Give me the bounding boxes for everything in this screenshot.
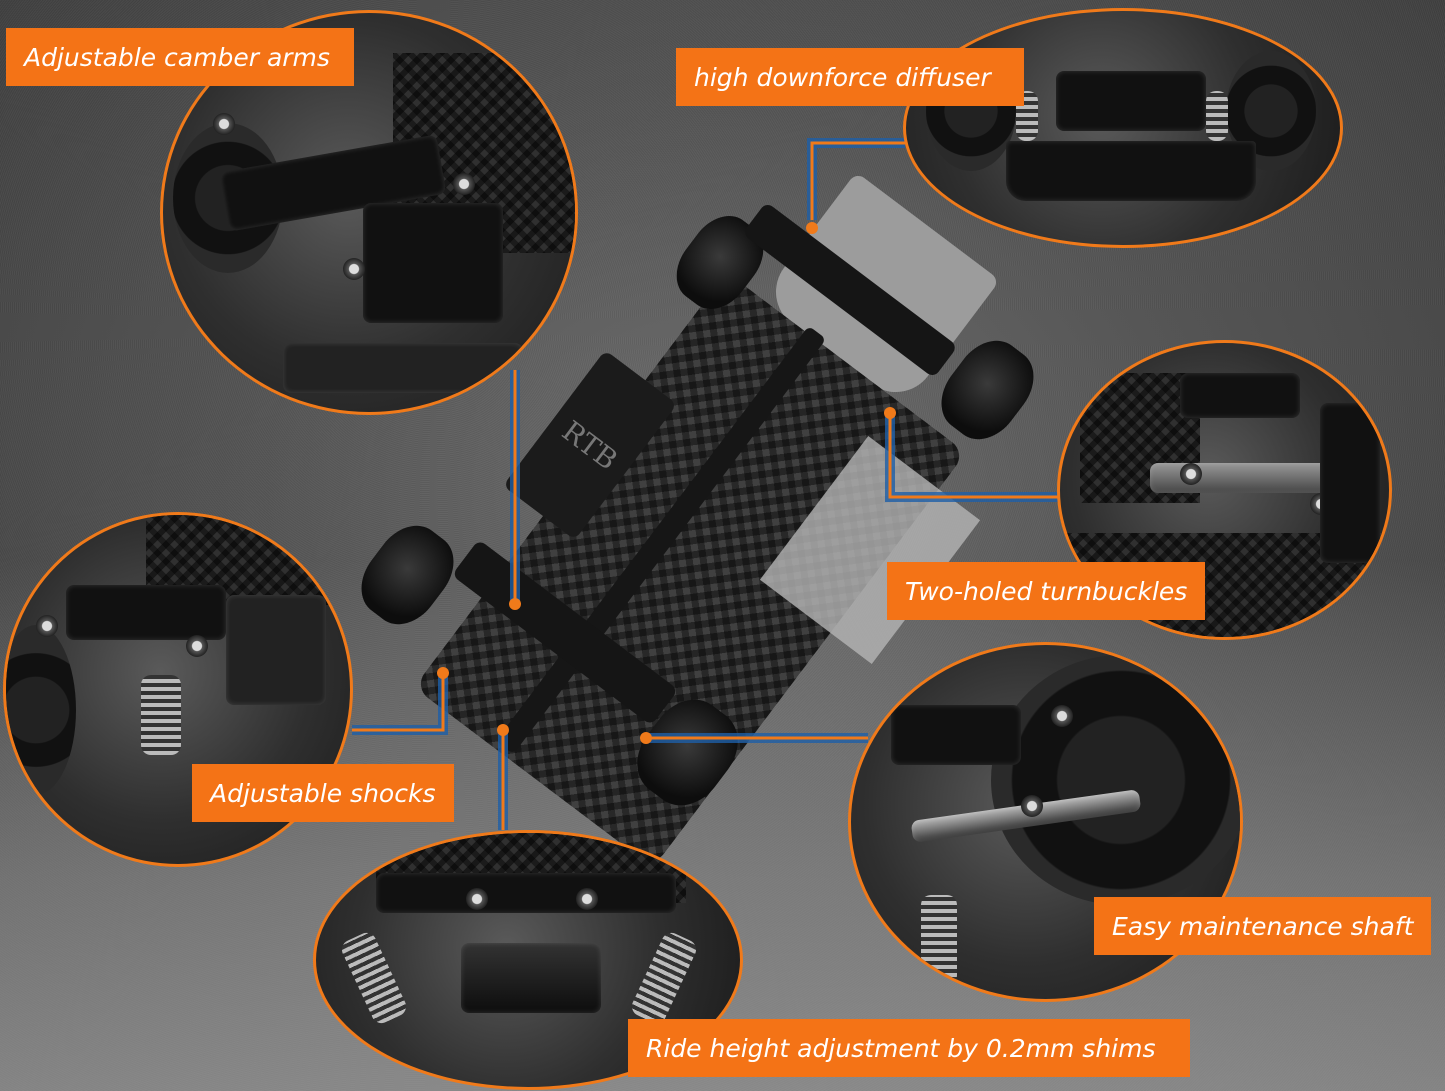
- steering-arm-detail: [1180, 373, 1300, 418]
- diffuser-body-detail: [1006, 141, 1256, 201]
- bracket-detail: [283, 343, 523, 393]
- hub-block-detail: [1320, 403, 1380, 563]
- bolt-icon: [186, 635, 208, 657]
- bolt-icon: [1180, 463, 1202, 485]
- shock-spring-detail: [628, 929, 700, 1027]
- shim-block-detail: [461, 943, 601, 1013]
- shock-mount-detail: [891, 705, 1021, 765]
- shock-spring-detail: [338, 929, 410, 1027]
- wheel-detail: [991, 655, 1240, 905]
- front-left-wheel: [347, 512, 468, 638]
- suspension-arm-detail: [376, 873, 676, 913]
- detail-bubble-camber-arms: [160, 10, 578, 415]
- hub-carrier-detail: [363, 203, 503, 323]
- bolt-icon: [213, 113, 235, 135]
- detail-bubble-diffuser: [903, 8, 1343, 248]
- detail-bubble-shaft: [848, 642, 1243, 1002]
- callout-label-camber-arms: Adjustable camber arms: [6, 28, 354, 86]
- shock-spring-detail: [141, 675, 181, 755]
- wheel-detail: [6, 625, 76, 795]
- gearbox-detail: [1056, 71, 1206, 131]
- camber-arm-detail: [66, 585, 226, 640]
- bolt-icon: [453, 173, 475, 195]
- bolt-icon: [36, 615, 58, 637]
- detail-bubble-turnbuckles: [1057, 340, 1392, 640]
- mount-block-detail: [226, 595, 326, 705]
- callout-label-shocks: Adjustable shocks: [192, 764, 454, 822]
- bolt-icon: [576, 888, 598, 910]
- bolt-icon: [343, 258, 365, 280]
- bolt-icon: [466, 888, 488, 910]
- callout-label-turnbuckles: Two-holed turnbuckles: [887, 562, 1205, 620]
- shock-spring-detail: [1206, 91, 1228, 141]
- bolt-icon: [1021, 795, 1043, 817]
- callout-label-shaft: Easy maintenance shaft: [1094, 897, 1431, 955]
- bolt-icon: [1051, 705, 1073, 727]
- detail-bubble-ride-height: [313, 830, 743, 1090]
- shock-spring-detail: [921, 895, 957, 985]
- callout-label-diffuser: high downforce diffuser: [676, 48, 1024, 106]
- callout-label-ride-height: Ride height adjustment by 0.2mm shims: [628, 1019, 1190, 1077]
